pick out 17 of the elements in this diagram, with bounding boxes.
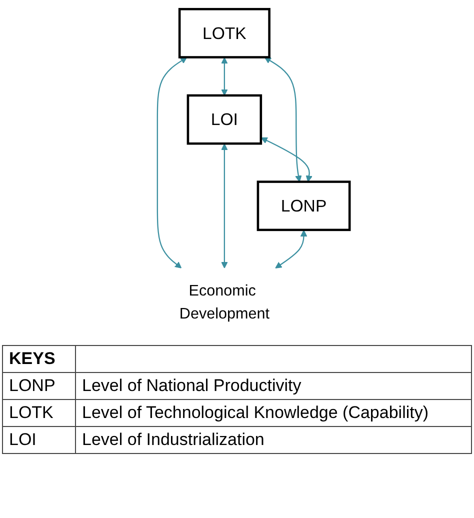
definition: Level of Industrialization <box>76 426 472 454</box>
arrow <box>260 136 312 182</box>
definition: Level of Technological Knowledge (Capability) <box>76 400 472 426</box>
node-text: Economic Development <box>179 282 270 322</box>
arrow <box>274 229 307 268</box>
node-box: LONP <box>256 180 350 231</box>
abbreviation: LOI <box>2 426 76 454</box>
abbreviation: LONP <box>2 372 76 400</box>
arrow <box>220 56 228 96</box>
abbreviation: LOTK <box>2 400 76 426</box>
arrow <box>156 56 187 268</box>
node-box: LOI <box>186 94 262 144</box>
table-heading: KEYS <box>2 346 76 372</box>
definition: Level of National Productivity <box>76 372 472 400</box>
arrow <box>220 143 228 268</box>
arrow <box>264 56 302 182</box>
node-box: LOTK <box>178 7 270 58</box>
